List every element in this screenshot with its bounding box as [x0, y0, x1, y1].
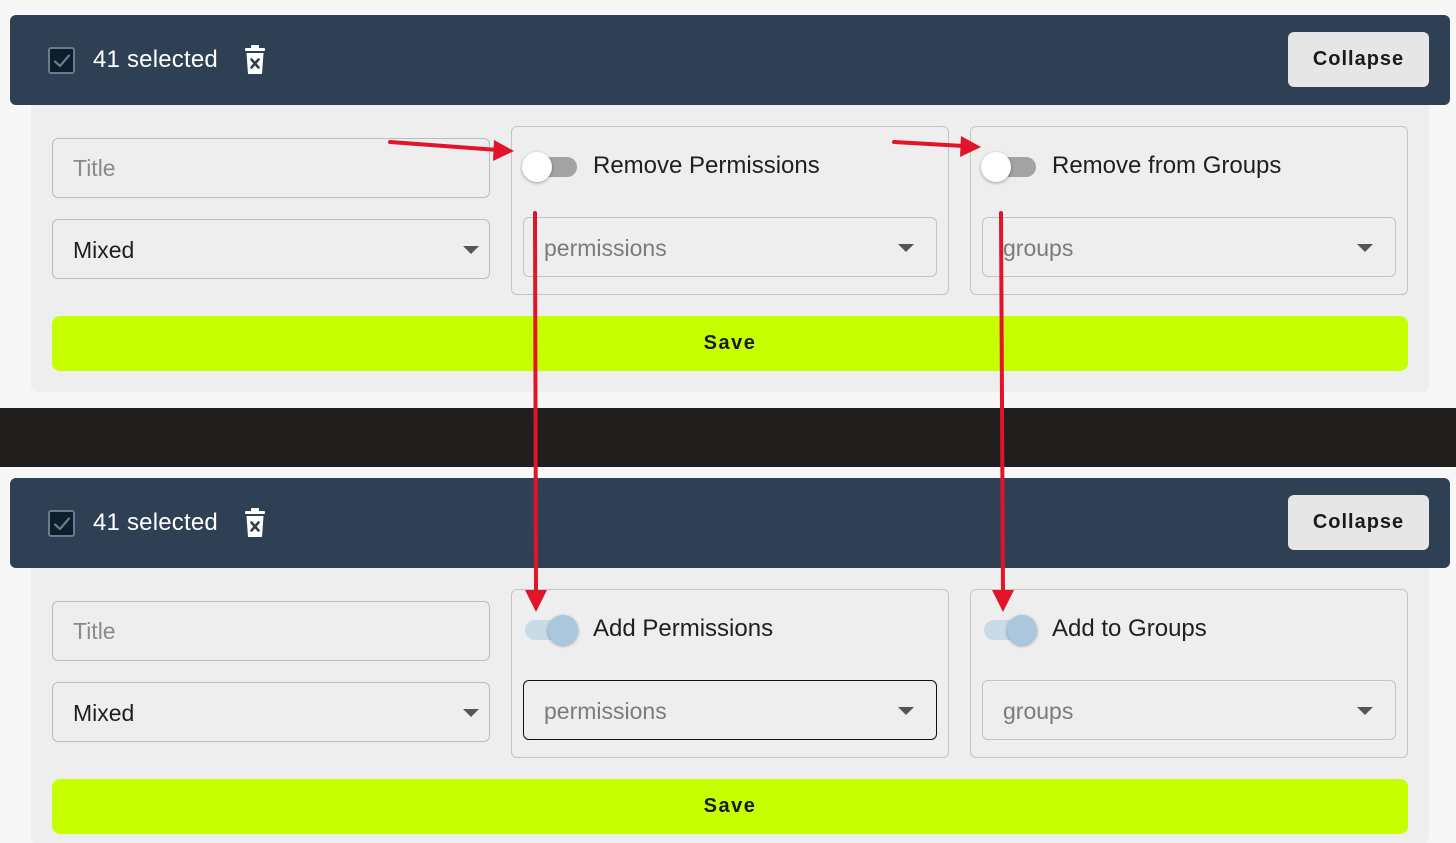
trash-x-icon[interactable] — [243, 508, 267, 538]
toggle-thumb — [1007, 615, 1037, 645]
bulk-action-bar: 41 selected Collapse — [10, 15, 1450, 105]
title-input[interactable] — [53, 139, 489, 197]
groups-toggle-label: Add to Groups — [1052, 615, 1207, 642]
caret-down-icon — [463, 709, 479, 717]
permissions-mode-toggle[interactable] — [522, 615, 578, 645]
caret-down-icon — [1357, 244, 1373, 252]
title-field[interactable] — [52, 138, 490, 198]
permissions-select-placeholder: permissions — [544, 235, 667, 261]
groups-mode-toggle[interactable] — [981, 615, 1037, 645]
bulk-action-bar: 41 selected Collapse — [10, 478, 1450, 568]
selected-count: 41 selected — [93, 509, 218, 536]
screenshot-divider — [0, 408, 1456, 467]
bulk-edit-form: Mixed Add Permissions permissions Add to… — [31, 568, 1429, 843]
permissions-toggle-label: Add Permissions — [593, 615, 774, 642]
permissions-toggle-label: Remove Permissions — [593, 152, 820, 179]
permissions-group: Remove Permissions permissions — [511, 126, 949, 295]
select-all-checkbox[interactable] — [48, 510, 75, 537]
type-select-value: Mixed — [73, 237, 135, 263]
toggle-thumb — [548, 615, 578, 645]
groups-toggle-label: Remove from Groups — [1052, 152, 1282, 179]
permissions-select-placeholder: permissions — [544, 698, 667, 724]
permissions-select[interactable]: permissions — [523, 680, 937, 740]
groups-select[interactable]: groups — [982, 680, 1396, 740]
caret-down-icon — [1357, 707, 1373, 715]
groups-group: Add to Groups groups — [970, 589, 1408, 758]
caret-down-icon — [898, 244, 914, 252]
type-select[interactable]: Mixed — [52, 219, 490, 279]
type-select-value: Mixed — [73, 700, 135, 726]
groups-select-placeholder: groups — [1003, 698, 1074, 724]
trash-x-icon[interactable] — [243, 45, 267, 75]
permissions-group: Add Permissions permissions — [511, 589, 949, 758]
permissions-select[interactable]: permissions — [523, 217, 937, 277]
groups-group: Remove from Groups groups — [970, 126, 1408, 295]
title-input[interactable] — [53, 602, 489, 660]
checkmark-icon — [53, 517, 71, 531]
checkmark-icon — [53, 54, 71, 68]
save-button[interactable]: Save — [52, 316, 1408, 371]
toggle-thumb — [522, 152, 552, 182]
type-select[interactable]: Mixed — [52, 682, 490, 742]
bulk-edit-form: Mixed Remove Permissions permissions Rem… — [31, 105, 1429, 392]
groups-select[interactable]: groups — [982, 217, 1396, 277]
title-field[interactable] — [52, 601, 490, 661]
caret-down-icon — [463, 246, 479, 254]
select-all-checkbox[interactable] — [48, 47, 75, 74]
save-button[interactable]: Save — [52, 779, 1408, 834]
selected-count: 41 selected — [93, 46, 218, 73]
collapse-button[interactable]: Collapse — [1288, 32, 1429, 87]
groups-select-placeholder: groups — [1003, 235, 1074, 261]
bulk-edit-panel-after: 41 selected Collapse Mixed Add Permissio… — [0, 467, 1456, 843]
caret-down-icon — [898, 707, 914, 715]
collapse-button[interactable]: Collapse — [1288, 495, 1429, 550]
groups-mode-toggle[interactable] — [981, 152, 1037, 182]
permissions-mode-toggle[interactable] — [522, 152, 578, 182]
toggle-thumb — [981, 152, 1011, 182]
bulk-edit-panel-before: 41 selected Collapse Mixed Remove Permis… — [0, 0, 1456, 408]
